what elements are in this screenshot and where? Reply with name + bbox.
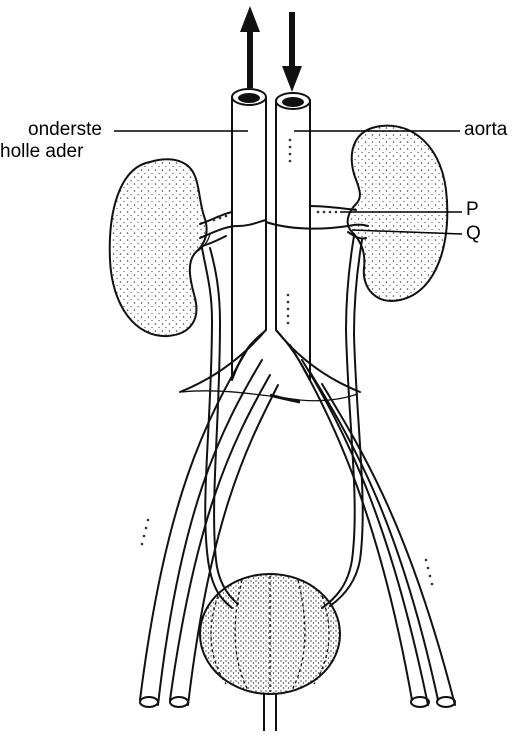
aorta-label: aorta	[464, 120, 507, 140]
inferior-vena-cava-label-line1: onderste	[28, 120, 102, 140]
inferior-vena-cava-label-line2: holle ader	[0, 142, 83, 162]
urethra	[264, 694, 276, 731]
q-label: Q	[466, 224, 481, 244]
right-kidney	[348, 126, 448, 301]
left-kidney	[110, 159, 210, 336]
urinary-bladder	[200, 574, 340, 694]
inflow-arrow	[282, 12, 302, 92]
right-ureter	[322, 236, 363, 608]
p-label: P	[466, 200, 479, 220]
vessel-junction	[182, 330, 358, 402]
outflow-arrow	[240, 6, 260, 88]
